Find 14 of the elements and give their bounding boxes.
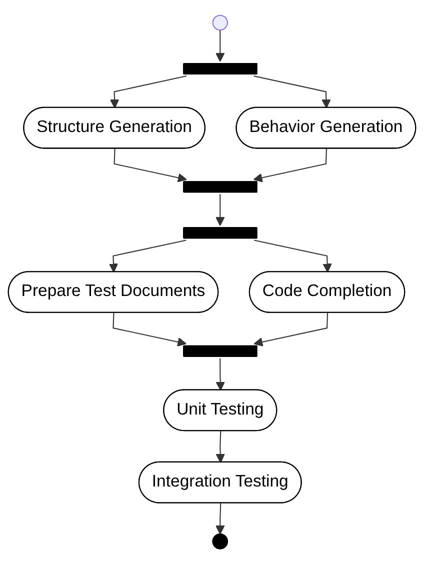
arrow (216, 432, 225, 464)
arrow (108, 240, 186, 273)
arrow (114, 149, 187, 183)
arrow (216, 504, 225, 535)
node-circle (212, 15, 228, 31)
arrow (254, 240, 332, 273)
arrow (216, 30, 225, 62)
arrow (216, 358, 225, 392)
arrow (254, 313, 328, 347)
arrow (110, 76, 187, 109)
arrow (253, 149, 327, 183)
arrow (254, 76, 331, 109)
arrow (112, 313, 187, 347)
arrow (216, 194, 225, 226)
